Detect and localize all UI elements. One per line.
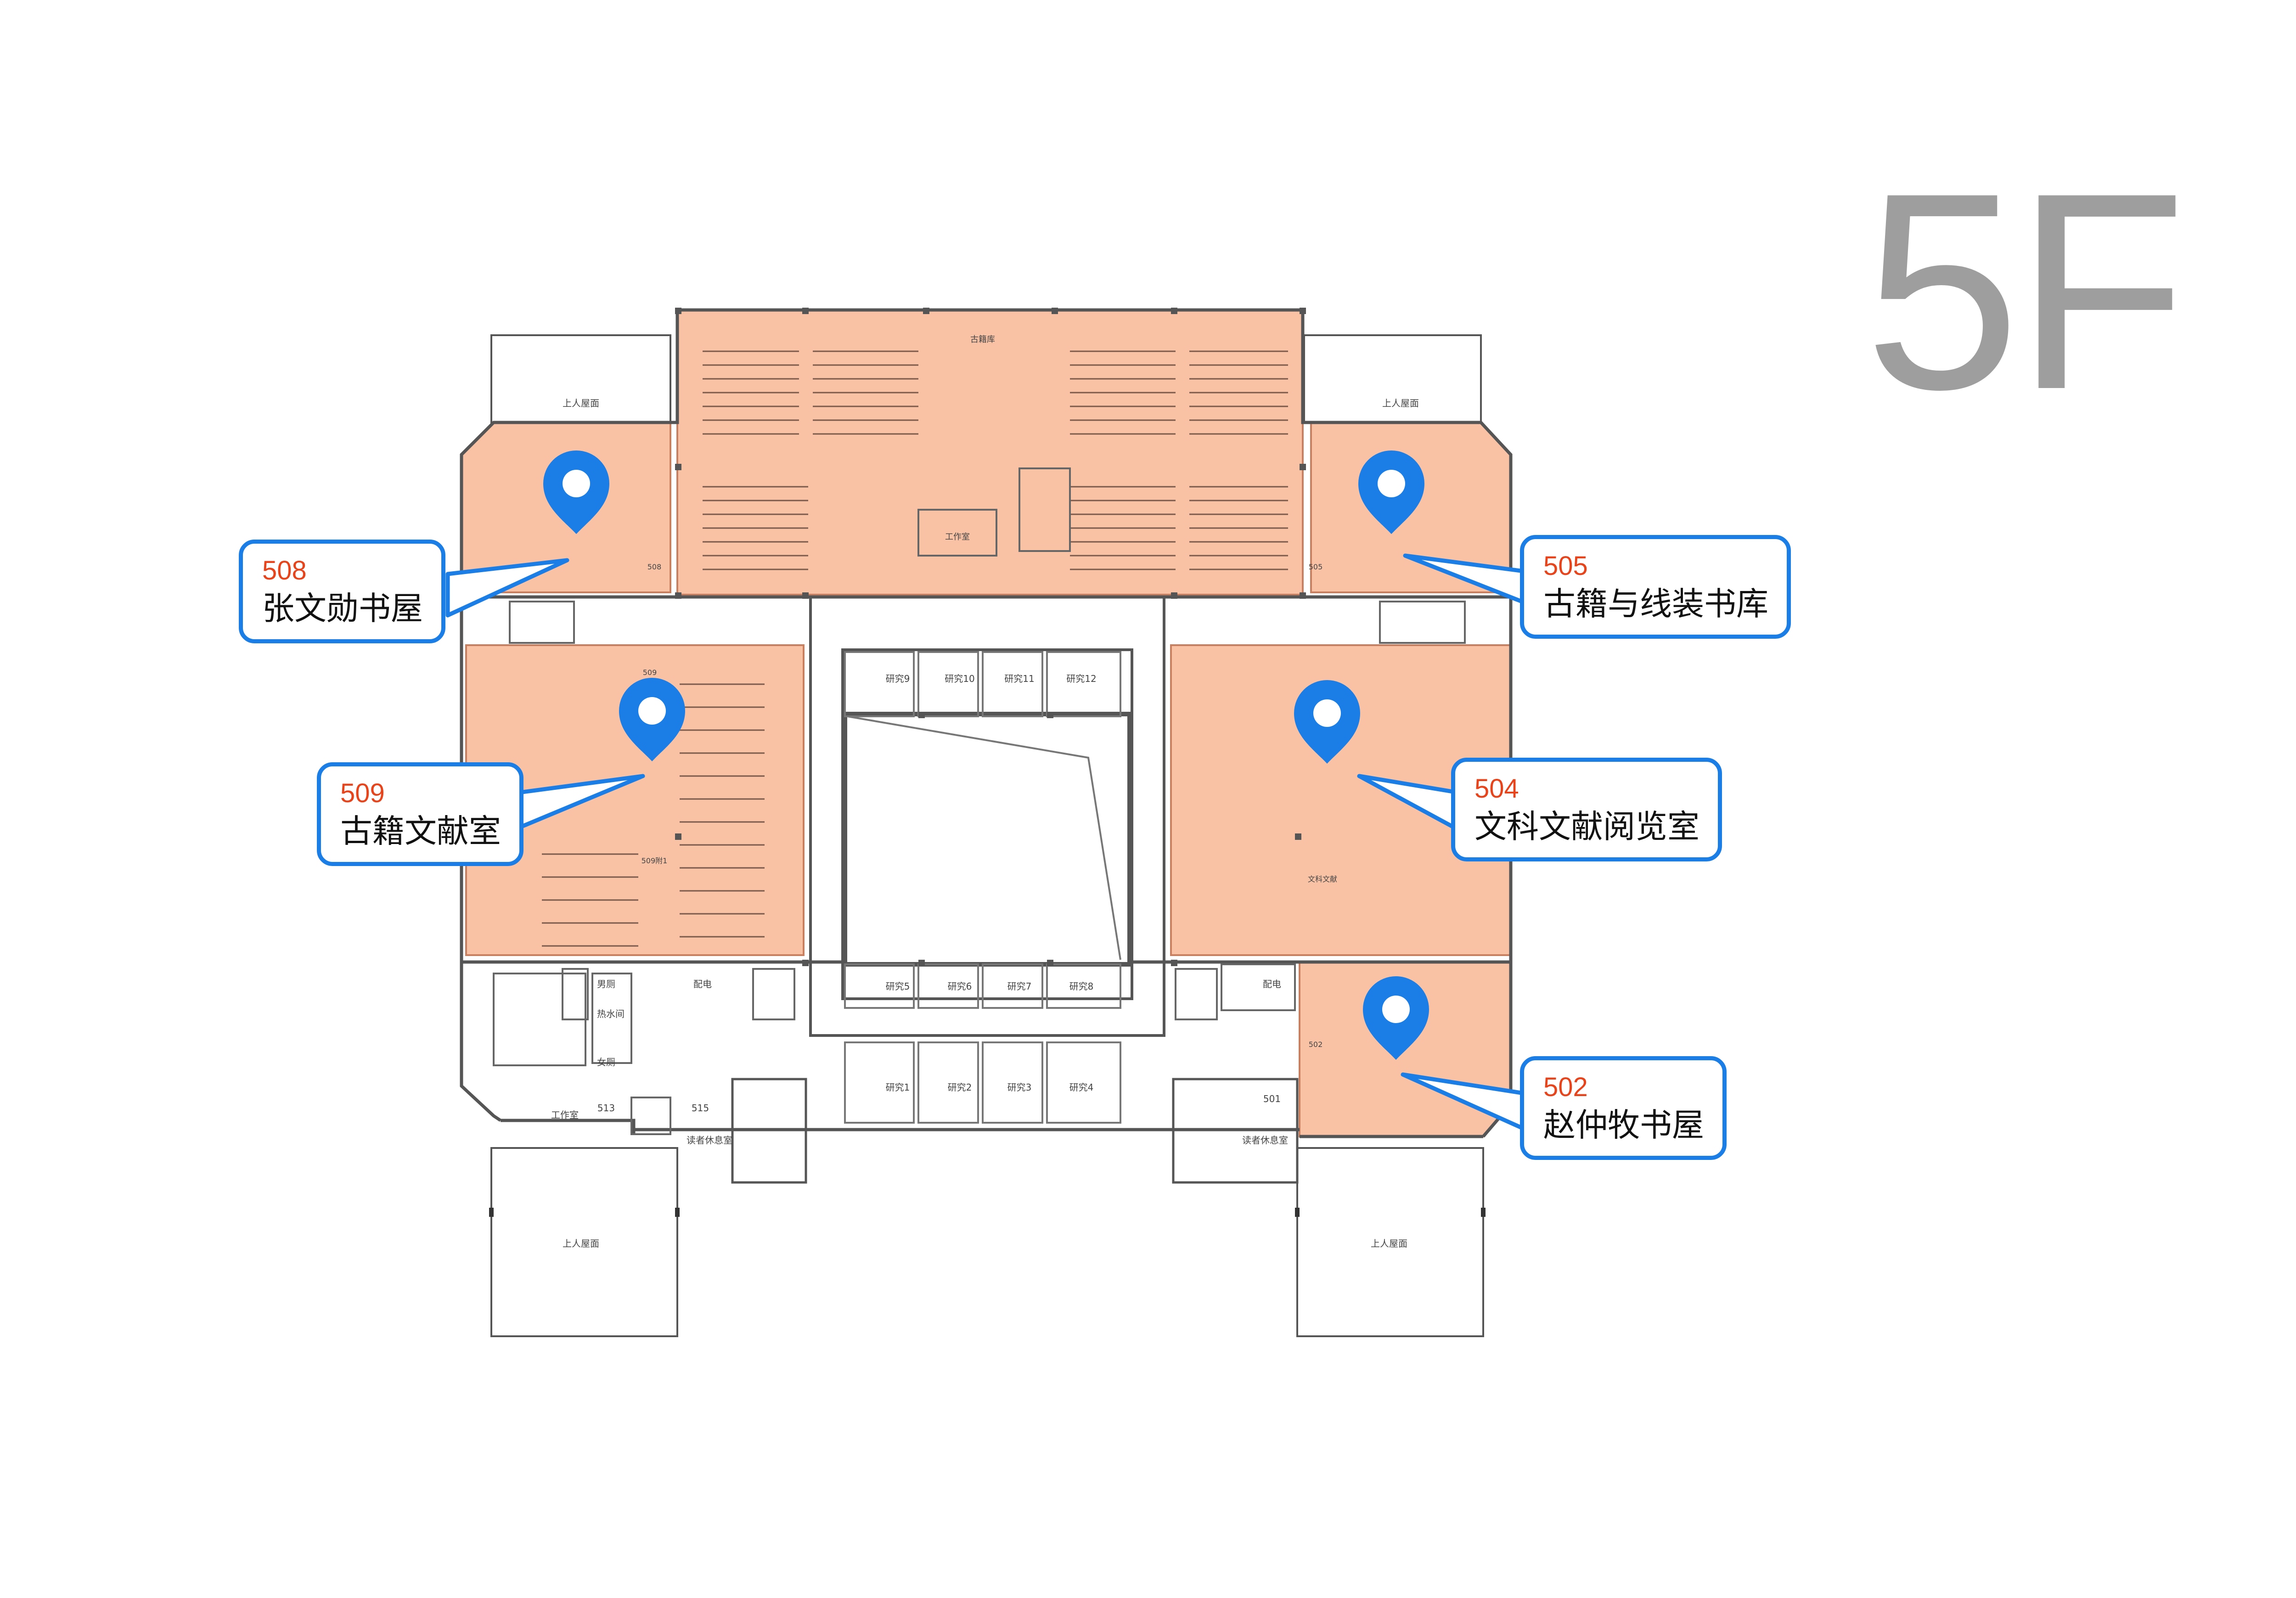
label-womens-room: 女厕: [597, 1057, 615, 1068]
room-name: 赵仲牧书屋: [1543, 1106, 1704, 1144]
label-room-513: 513: [597, 1103, 615, 1114]
label-electrical-room-west: 配电: [693, 979, 712, 990]
map-pin-icon[interactable]: [1363, 976, 1429, 1060]
label-room-509-plan: 509: [643, 668, 657, 677]
label-reader-lounge-east: 读者休息室: [1242, 1135, 1288, 1146]
room-name: 古籍与线装书库: [1543, 585, 1768, 623]
label-hot-water-room: 热水间: [597, 1008, 625, 1019]
label-mens-room: 男厕: [597, 979, 615, 990]
label-study-10: 研究10: [945, 673, 974, 684]
callout-room-502[interactable]: 502 赵仲牧书屋: [1520, 1056, 1727, 1160]
room-number: 504: [1474, 774, 1519, 804]
map-pin-icon[interactable]: [1294, 680, 1360, 764]
room-number: 502: [1543, 1072, 1588, 1102]
label-room-509-annex: 509附1: [642, 856, 668, 865]
map-pin-icon[interactable]: [1358, 450, 1424, 534]
floor-label: 5F: [1864, 135, 2187, 448]
atrium-void: [843, 712, 1132, 967]
label-room-508-plan: 508: [647, 563, 662, 571]
roof-terrace-label-ne: 上人屋面: [1382, 398, 1419, 409]
room-name: 古籍文献室: [340, 812, 501, 850]
roof-terrace-label-se: 上人屋面: [1371, 1238, 1407, 1249]
room-number: 508: [262, 556, 307, 585]
label-reader-lounge-west: 读者休息室: [687, 1135, 732, 1146]
label-study-9: 研究9: [886, 673, 910, 684]
callout-room-504[interactable]: 504 文科文献阅览室: [1451, 758, 1722, 861]
label-study-3: 研究3: [1007, 1082, 1032, 1093]
room-name: 文科文献阅览室: [1474, 808, 1699, 845]
callout-room-505[interactable]: 505 古籍与线装书库: [1520, 535, 1791, 639]
label-study-6: 研究6: [948, 981, 972, 992]
roof-terraces: [490, 334, 1484, 1337]
label-workroom-lower: 工作室: [551, 1109, 579, 1120]
label-electrical-room-east: 配电: [1263, 979, 1281, 990]
label-room-501: 501: [1263, 1093, 1281, 1104]
label-study-11: 研究11: [1004, 673, 1034, 684]
room-number: 505: [1543, 551, 1588, 581]
label-study-7: 研究7: [1007, 981, 1032, 992]
label-room-502-plan: 502: [1309, 1040, 1323, 1049]
label-study-4: 研究4: [1069, 1082, 1094, 1093]
label-study-2: 研究2: [948, 1082, 972, 1093]
room-name: 张文勋书屋: [262, 590, 423, 627]
label-workroom-upper: 工作室: [945, 532, 970, 542]
label-study-8: 研究8: [1069, 981, 1094, 992]
label-study-5: 研究5: [886, 981, 910, 992]
room-number: 509: [340, 778, 385, 808]
label-study-12: 研究12: [1066, 673, 1096, 684]
callout-room-509[interactable]: 509 古籍文献室: [317, 762, 523, 866]
map-pins: [543, 450, 1429, 1060]
label-room-505-plan: 505: [1309, 563, 1323, 571]
map-pin-icon[interactable]: [619, 678, 685, 761]
label-humanities-plan: 文科文献: [1308, 875, 1337, 883]
callout-room-508[interactable]: 508 张文勋书屋: [239, 540, 445, 643]
roof-terrace-label-nw: 上人屋面: [563, 398, 599, 409]
roof-terrace-label-sw: 上人屋面: [563, 1238, 599, 1249]
map-pin-icon[interactable]: [543, 450, 609, 534]
label-study-1: 研究1: [886, 1082, 910, 1093]
zone-rare-books-stack: [676, 309, 1304, 596]
label-room-515: 515: [692, 1103, 709, 1114]
label-rare-books-stack: 古籍库: [970, 335, 995, 344]
